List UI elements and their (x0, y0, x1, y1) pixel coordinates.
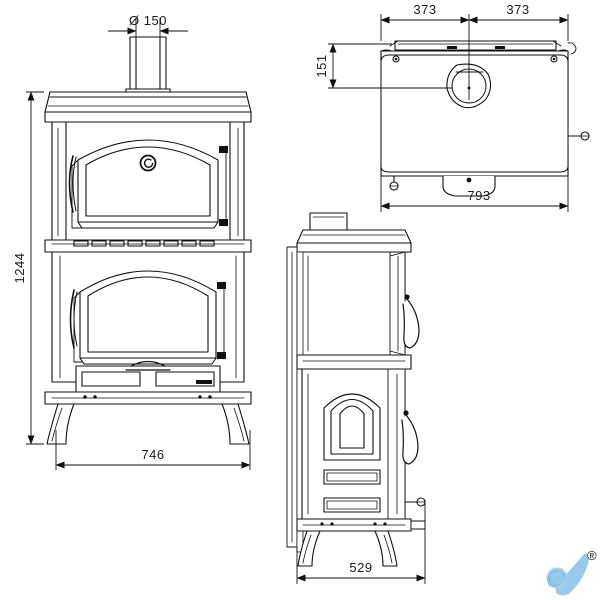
dim-label-front-width: 746 (141, 447, 164, 462)
side-upper-handle[interactable] (402, 294, 420, 349)
dim-label-top-flue-offset: 151 (314, 54, 329, 77)
front-upper-oven-door[interactable] (71, 139, 219, 229)
side-mid-band (296, 354, 412, 370)
top-front-handle (442, 175, 496, 197)
front-upper-door-knob[interactable] (139, 154, 157, 172)
water-drop-logo: ® (546, 548, 597, 596)
side-lower-handle[interactable] (401, 410, 419, 465)
front-upper-door-hinges (219, 145, 228, 227)
front-vent-slots (73, 240, 215, 247)
front-ash-drawer[interactable] (75, 360, 221, 393)
top-corner-bolts (380, 49, 569, 63)
front-elevation-view (44, 36, 252, 445)
front-firebox-door-handle[interactable] (69, 289, 78, 349)
side-top-plate (296, 229, 412, 253)
side-lower-panels (323, 469, 381, 513)
front-firebox-door[interactable] (73, 270, 217, 365)
front-base-plinth (44, 391, 252, 405)
logo-trademark-symbol: ® (587, 548, 597, 563)
side-elevation-view (286, 212, 426, 567)
dim-label-side-width: 529 (349, 560, 372, 575)
dimension-top-flue-offset (328, 43, 452, 89)
front-mid-trim-band (44, 239, 252, 253)
side-air-control-rod[interactable] (404, 497, 426, 507)
top-plate-outline (380, 50, 569, 177)
side-base-plinth (296, 518, 426, 532)
front-legs (46, 403, 250, 445)
front-top-plate (44, 91, 252, 123)
top-plan-view (380, 40, 590, 197)
front-flue-pipe (125, 36, 171, 96)
side-legs (297, 530, 398, 567)
top-rear-rail (389, 40, 562, 51)
dim-label-top-left-half: 373 (413, 2, 436, 17)
dim-label-top-depth: 793 (467, 188, 490, 203)
dimension-flue-diameter (108, 18, 188, 37)
side-rear-panel (286, 246, 304, 553)
top-right-knob (567, 42, 590, 141)
dim-label-top-right-half: 373 (506, 2, 529, 17)
dim-label-total-height: 1244 (12, 253, 27, 284)
front-firebox-door-hinges (217, 281, 226, 360)
top-left-knob (389, 175, 399, 191)
dimension-side-width (296, 500, 426, 584)
dimension-total-height (26, 91, 44, 445)
side-upper-body (301, 251, 406, 356)
dimension-top-halves (380, 14, 569, 100)
dim-label-flue-diameter: Ø 150 (129, 13, 167, 28)
side-flue-collar (309, 212, 348, 231)
front-upper-door-handle[interactable] (68, 155, 77, 213)
dimension-top-depth (380, 176, 569, 212)
side-arched-panel (323, 393, 381, 461)
dimension-front-width (55, 430, 251, 470)
